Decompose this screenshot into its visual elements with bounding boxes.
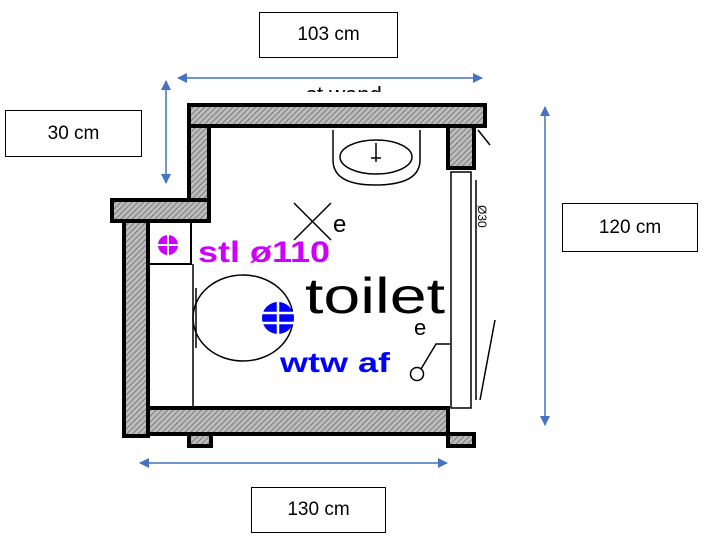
wall-top xyxy=(187,103,487,128)
door-swing xyxy=(479,319,496,401)
shaft-box xyxy=(148,221,192,265)
top-width-label: 103 cm xyxy=(259,12,398,58)
sink xyxy=(332,130,421,186)
stl-label: stl ø110 xyxy=(198,236,330,269)
wall-right-lower xyxy=(446,432,476,448)
step-depth-label: 30 cm xyxy=(5,110,142,157)
toilet-label: toilet xyxy=(305,268,445,324)
wtw-drain-icon xyxy=(262,302,294,334)
bottom-width-label: 130 cm xyxy=(251,487,386,533)
wall-step xyxy=(110,198,211,223)
wtw-label: wtw af xyxy=(279,347,391,378)
door-frame xyxy=(450,171,472,409)
e-label-1: e xyxy=(333,211,346,238)
wall-bottom xyxy=(146,406,450,436)
e-label-2: e xyxy=(414,315,426,340)
wall-left-lower xyxy=(187,432,213,448)
right-height-label: 120 cm xyxy=(562,203,698,252)
wall-left-outer xyxy=(122,219,150,438)
wall-right-upper xyxy=(446,124,476,170)
walls xyxy=(110,103,487,448)
side-code: Ø30 xyxy=(475,205,489,228)
stl-drain-icon xyxy=(158,235,178,255)
switch-icon xyxy=(409,366,425,382)
